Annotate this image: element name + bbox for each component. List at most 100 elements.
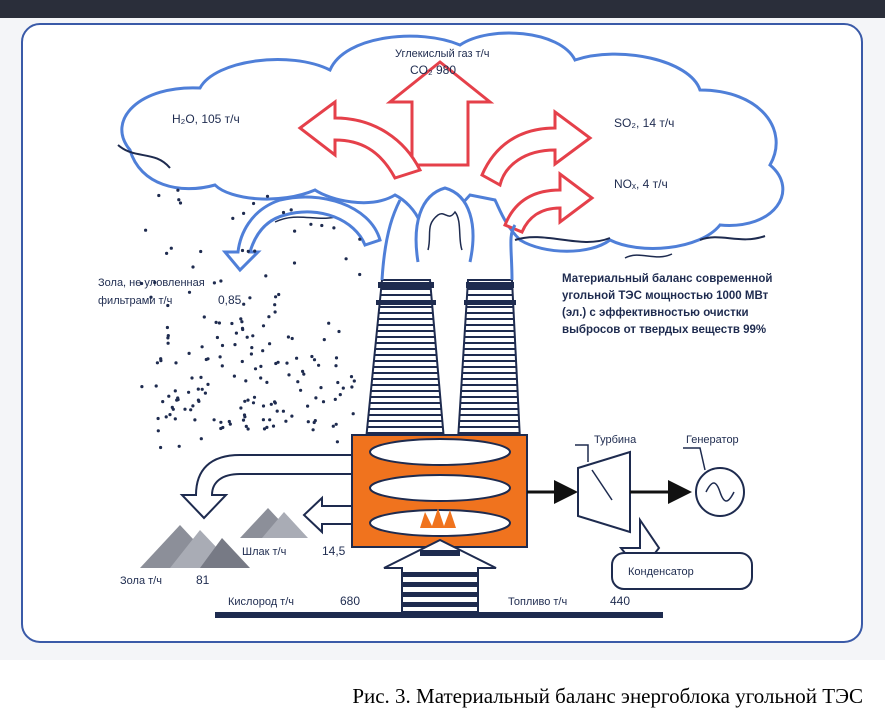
- ash-particle: [174, 361, 178, 365]
- ash-particle: [259, 376, 263, 380]
- ash-particle: [320, 223, 324, 228]
- ash-particle: [337, 329, 341, 334]
- ash-particle: [269, 402, 273, 406]
- ash-particle: [166, 334, 170, 338]
- ash-particle: [246, 249, 250, 253]
- ash-particle: [157, 193, 161, 198]
- ash-particle: [251, 334, 255, 338]
- note-line-2: угольной ТЭС мощностью 1000 МВт: [562, 290, 769, 302]
- ash-particle: [164, 415, 168, 419]
- ash-particle: [178, 201, 183, 205]
- ash-particle: [212, 418, 216, 422]
- ash-particle: [149, 295, 153, 299]
- ash-particle: [341, 386, 345, 390]
- note-line-4: выбросов от твердых веществ 99%: [562, 324, 766, 336]
- ash-particle: [358, 237, 362, 241]
- ash-particle: [285, 361, 289, 365]
- ash-particle: [338, 393, 342, 397]
- ash-escape-arrow: [221, 195, 382, 273]
- h2o-arrow: [297, 99, 423, 180]
- ash-particle: [206, 357, 210, 361]
- chimney-left: [364, 199, 446, 441]
- ash-particle: [299, 388, 303, 392]
- ash-particle: [196, 398, 200, 402]
- ash-label: Зола т/ч: [120, 575, 162, 587]
- ash-particle: [352, 379, 356, 383]
- ash-particle: [267, 315, 271, 319]
- figure-caption: Рис. 3. Материальный баланс энергоблока …: [352, 684, 863, 708]
- ash-particle: [281, 409, 285, 413]
- ash-particle: [335, 440, 339, 444]
- ash-particle: [349, 375, 354, 379]
- ash-particle: [251, 401, 256, 405]
- ash-particle: [167, 394, 171, 398]
- ash-particle: [177, 444, 181, 448]
- ash-particle: [253, 249, 257, 253]
- ash-particle: [191, 404, 195, 408]
- ash-particle: [246, 427, 250, 431]
- turbine-icon: [577, 450, 631, 534]
- ash-particle: [232, 374, 236, 378]
- ash-particle: [217, 321, 221, 325]
- fuel-value: 440: [610, 594, 630, 608]
- ash-particle: [252, 201, 256, 206]
- fuel-label: Топливо т/ч: [508, 596, 567, 608]
- ash-particle: [161, 400, 165, 404]
- ash-particle: [187, 351, 191, 355]
- ash-particle: [334, 364, 338, 368]
- ash-particle: [187, 290, 192, 294]
- ash-particle: [295, 356, 299, 360]
- ash-particle: [242, 302, 246, 306]
- ash-particle: [165, 325, 169, 330]
- ash-particle: [220, 364, 224, 368]
- so2-label: SO₂, 14 т/ч: [614, 116, 674, 130]
- ash-particle: [140, 281, 144, 286]
- ash-particle: [231, 216, 235, 220]
- ash-particles: [140, 188, 362, 450]
- h2o-label: H₂O, 105 т/ч: [172, 112, 240, 126]
- ash-particle: [262, 427, 267, 431]
- ash-particle: [265, 380, 269, 384]
- ash-particle: [333, 397, 337, 401]
- ash-particle: [268, 342, 272, 346]
- ash-particle: [241, 418, 246, 422]
- ash-particle: [176, 188, 180, 192]
- ash-particle: [350, 385, 354, 389]
- ash-particle: [259, 364, 263, 368]
- ash-particle: [290, 414, 294, 418]
- ash-particle: [203, 391, 207, 395]
- ash-particle: [190, 376, 194, 380]
- ash-particle: [206, 382, 210, 386]
- slag-arrow: [302, 495, 353, 535]
- flame-icon: [420, 508, 456, 528]
- ash-particle: [296, 380, 300, 384]
- co2-label-line2: CO₂ 980: [410, 63, 456, 77]
- ash-particle: [261, 404, 266, 408]
- ash-particle: [268, 418, 272, 422]
- ash-particle: [242, 211, 246, 215]
- ash-escape-label-line1: Зола, не уловленная: [98, 277, 205, 289]
- ash-particle: [261, 418, 265, 422]
- ash-particle: [273, 303, 277, 307]
- ash-particle: [344, 257, 348, 261]
- ash-particle: [176, 396, 180, 400]
- ash-particle: [200, 387, 204, 391]
- ash-particle: [334, 422, 338, 426]
- ash-particle: [286, 335, 290, 339]
- nox-arrow: [503, 171, 595, 234]
- ash-particle: [156, 416, 160, 421]
- ash-particle: [166, 341, 170, 345]
- ash-particle: [284, 419, 288, 423]
- so2-arrow: [480, 109, 593, 188]
- condenser-box: [611, 552, 753, 590]
- ash-particle: [227, 419, 231, 424]
- ash-particle: [358, 272, 362, 277]
- ash-particle: [242, 413, 247, 417]
- ash-particle: [327, 321, 331, 325]
- ash-particle: [212, 281, 216, 285]
- ash-particle: [248, 296, 252, 300]
- ash-particle: [193, 418, 197, 422]
- ash-escape-label-line2: фильтрами т/ч: [98, 295, 172, 307]
- ash-particle: [249, 352, 253, 356]
- ash-particle: [153, 280, 157, 285]
